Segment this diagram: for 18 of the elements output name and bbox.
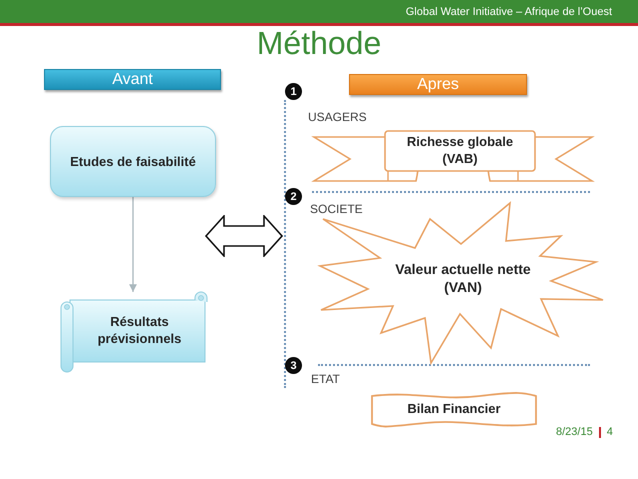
page-number: 4 xyxy=(606,426,613,438)
process-box: Etudes de faisabilité xyxy=(50,126,216,197)
node-text: Résultats prévisionnels xyxy=(96,314,182,348)
footer-date: 8/23/15 xyxy=(556,426,593,438)
header-text: Global Water Initiative – Afrique de l’Ouest xyxy=(406,6,612,18)
callout-number: 1 xyxy=(285,83,302,100)
slide-title: Méthode xyxy=(256,24,382,62)
column-header-bar: Avant xyxy=(44,69,221,90)
column-header-bar: Apres xyxy=(349,74,527,95)
node-text: Richesse globale (VAB) xyxy=(406,134,514,168)
node-text: Valeur actuelle nette (VAN) xyxy=(394,260,532,296)
section-label: USAGERS xyxy=(308,110,367,124)
section-label: ETAT xyxy=(311,372,340,386)
node-text: Bilan Financier xyxy=(407,401,501,418)
arrow xyxy=(129,197,137,292)
section-label: SOCIETE xyxy=(310,202,363,216)
callout-number: 2 xyxy=(285,188,302,205)
callout-number: 3 xyxy=(285,357,302,374)
